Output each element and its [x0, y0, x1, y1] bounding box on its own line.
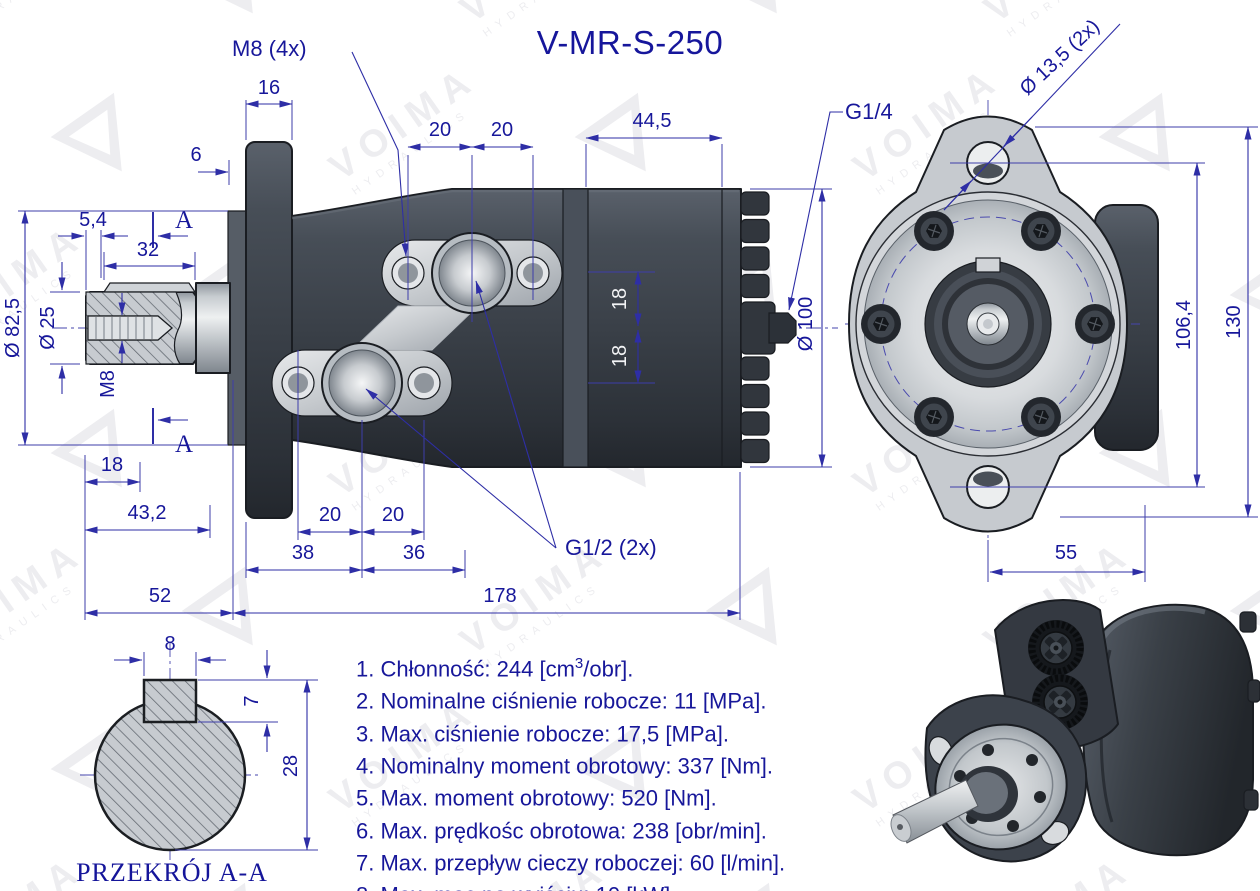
dim-6: 6: [190, 144, 201, 166]
section-cut-marker: [152, 212, 188, 444]
dim-g12-2x: G1/2 (2x): [565, 535, 657, 560]
product-photo-3d: [890, 599, 1260, 863]
dim-38: 38: [292, 542, 314, 564]
spec-item-6: 6. Max. prędkośc obrotowa: 238 [obr/min]…: [356, 817, 767, 843]
dim-178: 178: [483, 585, 516, 607]
dim-36: 36: [403, 542, 425, 564]
dim-7: 7: [241, 695, 263, 706]
motor-side-geometry: [85, 141, 797, 519]
section-label-a-top: A: [175, 207, 193, 234]
dim-20-top-b: 20: [491, 119, 513, 141]
dim-16: 16: [258, 77, 280, 99]
side-view: M8 (4x) 16 6 20 20 44,5 G1/4 5,4 A A 32 …: [2, 36, 893, 620]
render-port-cap: [1028, 620, 1084, 676]
dim-130: 130: [1223, 305, 1245, 338]
drawing-title: V-MR-S-250: [536, 24, 724, 61]
shaft-keyway: [975, 257, 1001, 273]
dim-m8-4x: M8 (4x): [232, 36, 307, 61]
dim-dia-25: Ø 25: [37, 306, 59, 349]
spec-list: 1. Chłonność: 244 [cm3/obr]. 2. Nominaln…: [356, 650, 785, 891]
m8-thread-bore: [87, 315, 173, 341]
flange-bolt: [1020, 396, 1062, 438]
dim-20-bot-a: 20: [319, 504, 341, 526]
flange-bolt: [1020, 210, 1062, 252]
dim-20-top-a: 20: [429, 119, 451, 141]
motor-body: [291, 188, 742, 468]
spec-item-1: 1. Chłonność: 244 [cm3/obr].: [356, 655, 634, 682]
dim-dia-100: Ø 100: [795, 297, 817, 351]
flange-bolt: [913, 210, 955, 252]
spec-item-8: 8. Max. moc na wyjściu: 10 [kW].: [356, 876, 785, 891]
flange-bolt: [1074, 303, 1116, 345]
spec-item-5: 5. Max. moment obrotowy: 520 [Nm].: [356, 785, 717, 811]
flange-bolt: [913, 396, 955, 438]
key-cross-section: [142, 678, 198, 724]
dim-dia-82-5: Ø 82,5: [2, 298, 24, 358]
section-label-a-bottom: A: [175, 431, 193, 458]
dim-52: 52: [149, 585, 171, 607]
dim-18-port-b: 18: [609, 345, 631, 367]
dim-18-left: 18: [101, 454, 123, 476]
section-caption: PRZEKRÓJ A-A: [76, 858, 268, 887]
dim-8: 8: [164, 633, 175, 655]
dim-20-bot-b: 20: [382, 504, 404, 526]
front-hub: [924, 257, 1052, 388]
spec-item-7: 7. Max. przepływ cieczy roboczej: 60 [l/…: [356, 850, 786, 876]
g14-drain-port: [768, 312, 797, 344]
spec-item-3: 3. Max. ciśnienie robocze: 17,5 [MPa].: [356, 720, 729, 746]
dim-32: 32: [137, 239, 159, 261]
dim-55: 55: [1055, 542, 1077, 564]
flange-bolt: [860, 303, 902, 345]
dim-44-5: 44,5: [633, 110, 672, 132]
spec-item-4: 4. Nominalny moment obrotowy: 337 [Nm].: [356, 753, 773, 779]
dim-43-2: 43,2: [128, 502, 167, 524]
front-view: Ø 13,5 (2x) 106,4 130 55: [845, 15, 1258, 582]
dim-g14: G1/4: [845, 99, 893, 124]
dim-28: 28: [280, 755, 302, 777]
spec-item-2: 2. Nominalne ciśnienie robocze: 11 [MPa]…: [356, 688, 767, 714]
dim-18-port-a: 18: [609, 288, 631, 310]
dim-106-4: 106,4: [1173, 300, 1195, 350]
dim-m8-thread: M8: [97, 370, 119, 398]
rear-cap-teeth: [740, 191, 797, 464]
g12-port-lower: [328, 349, 396, 417]
section-view: 8 7 28 PRZEKRÓJ A-A: [76, 633, 318, 887]
shaft-key: [102, 282, 197, 293]
mounting-flange-plate: [245, 141, 293, 519]
dim-5-4: 5,4: [79, 209, 107, 231]
